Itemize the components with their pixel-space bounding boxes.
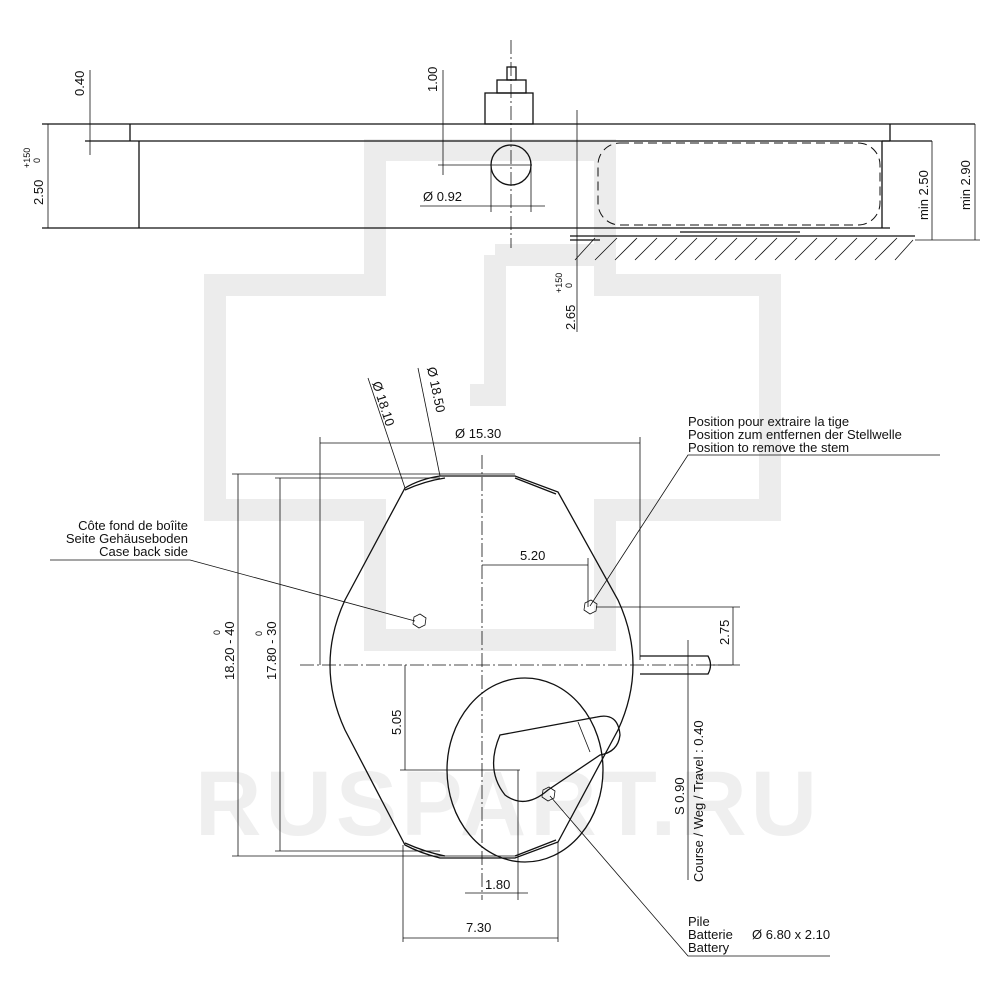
battery-label-en: Battery bbox=[688, 940, 730, 955]
battery-lever bbox=[492, 715, 621, 802]
stem-label-fr: Position pour extraire la tige bbox=[688, 414, 849, 429]
ground-hatching bbox=[574, 237, 914, 261]
dim-2-50-tol-plus: +150 bbox=[22, 148, 32, 168]
case-back-label-en: Case back side bbox=[99, 544, 188, 559]
dim-17-80-tol: 0 bbox=[254, 631, 264, 636]
stem-marker bbox=[583, 599, 598, 615]
dim-15-30: Ø 15.30 bbox=[455, 426, 501, 441]
crown bbox=[484, 66, 534, 125]
dim-0-40: 0.40 bbox=[72, 71, 87, 96]
case-back-marker bbox=[412, 613, 427, 629]
dim-1-00: 1.00 bbox=[425, 67, 440, 92]
dim-travel-label: Course / Weg / Travel : 0.40 bbox=[691, 720, 706, 882]
dim-5-20: 5.20 bbox=[520, 548, 545, 563]
stem-label-de: Position zum entfernen der Stellwelle bbox=[688, 427, 902, 442]
dim-travel-s: S 0.90 bbox=[672, 777, 687, 815]
dim-1-80: 1.80 bbox=[485, 877, 510, 892]
dim-2-75: 2.75 bbox=[717, 620, 732, 645]
dim-18-50: Ø 18.50 bbox=[424, 366, 448, 414]
dim-7-30: 7.30 bbox=[466, 920, 491, 935]
watermark-logo: RUSPART.RU bbox=[195, 139, 821, 855]
dim-2-65: 2.65 bbox=[563, 305, 578, 330]
bottom-view: Ø 15.30 Ø 18.10 Ø 18.50 18.20 - 40 0 17.… bbox=[50, 366, 940, 957]
case-back-label-de: Seite Gehäuseboden bbox=[66, 531, 188, 546]
dim-18-10: Ø 18.10 bbox=[369, 379, 398, 428]
battery-size: Ø 6.80 x 2.10 bbox=[752, 927, 830, 942]
dim-18-20-tol: 0 bbox=[212, 630, 222, 635]
watermark-text: RUSPART.RU bbox=[195, 753, 821, 855]
dim-2-50-tol-minus: 0 bbox=[32, 158, 42, 163]
dim-2-50: 2.50 bbox=[31, 180, 46, 205]
battery-label-fr: Pile bbox=[688, 914, 710, 929]
case-back-label-fr: Côte fond de boîite bbox=[78, 518, 188, 533]
battery-label-de: Batterie bbox=[688, 927, 733, 942]
top-view: 1.00 0.40 2.50 +150 0 Ø 0.92 2.65 +150 0… bbox=[22, 40, 980, 332]
dim-min-2-50: min 2.50 bbox=[916, 170, 931, 220]
dim-17-80: 17.80 - 30 bbox=[264, 621, 279, 680]
dim-18-20: 18.20 - 40 bbox=[222, 621, 237, 680]
dim-5-05: 5.05 bbox=[389, 710, 404, 735]
dim-2-65-tol-minus: 0 bbox=[564, 283, 574, 288]
dim-min-2-90: min 2.90 bbox=[958, 160, 973, 210]
dim-2-65-tol-plus: +150 bbox=[554, 273, 564, 293]
battery-marker bbox=[541, 786, 556, 802]
stem-label-en: Position to remove the stem bbox=[688, 440, 849, 455]
dim-0-92: Ø 0.92 bbox=[423, 189, 462, 204]
movement-outline bbox=[597, 142, 881, 226]
